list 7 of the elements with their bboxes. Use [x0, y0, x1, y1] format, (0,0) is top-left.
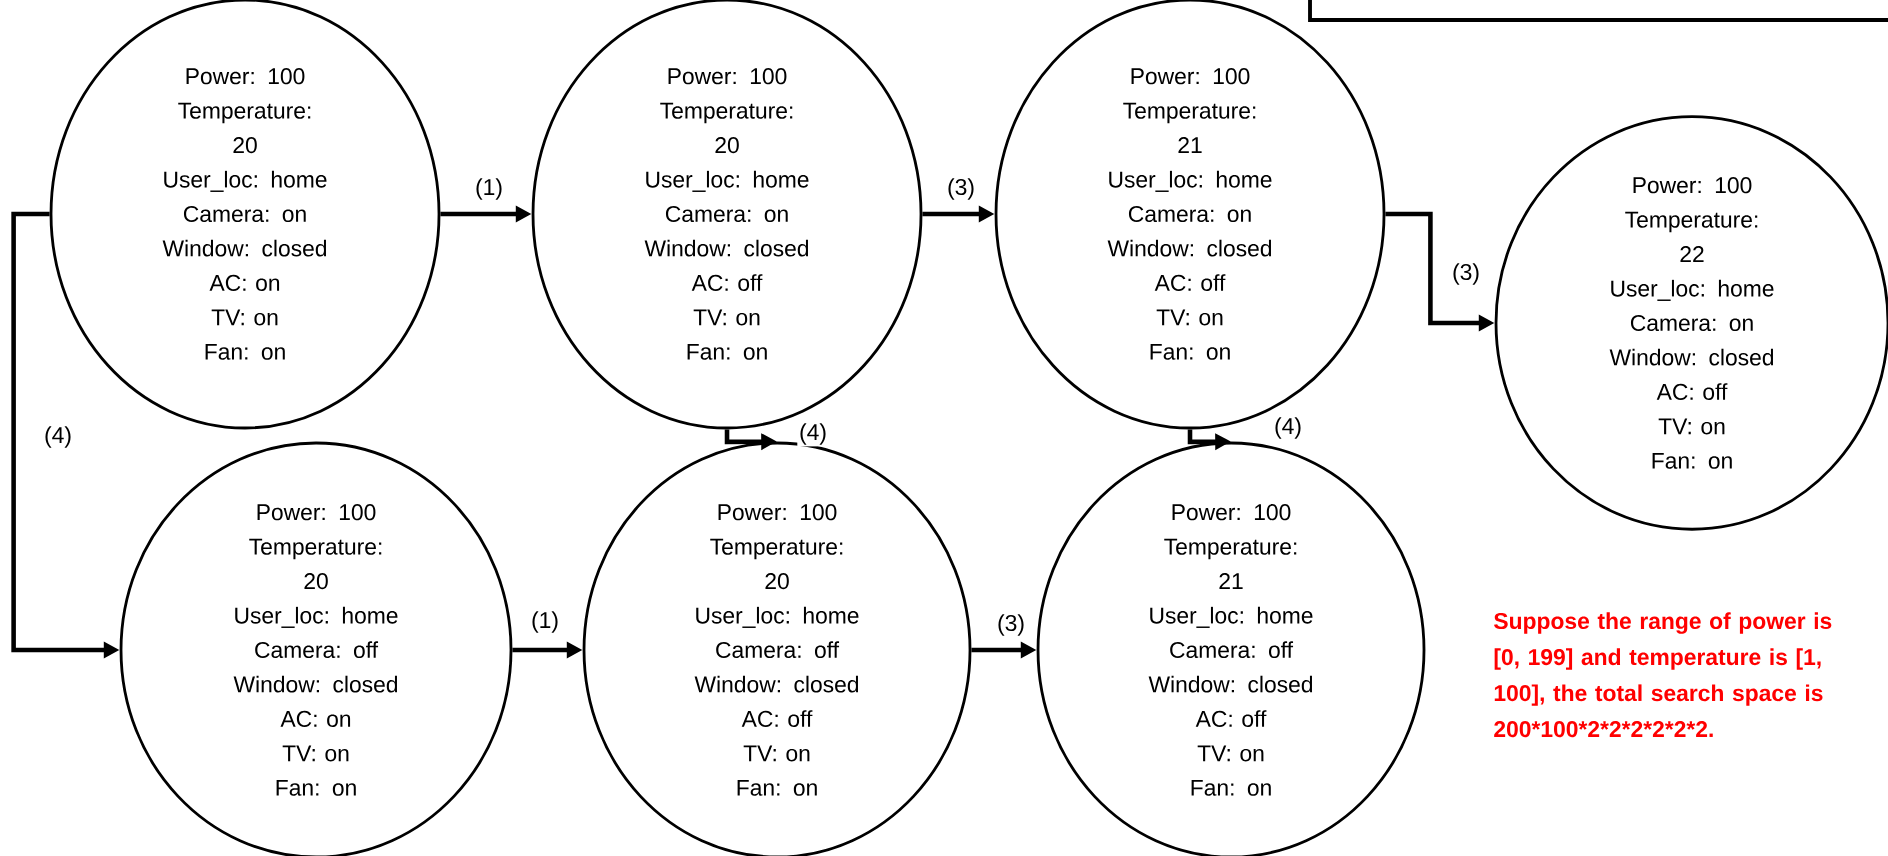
- edge-label: (1): [473, 176, 505, 202]
- edge-label: (3): [1450, 261, 1482, 287]
- note-text: Suppose the range of power is [0, 199] and temperature is [1, 100], the total search space is 200*100*2*2*2*2*2*2.: [1494, 612, 1832, 738]
- edge-label: (4): [797, 421, 829, 447]
- edge-label: (3): [945, 176, 977, 202]
- edge-label: (1): [529, 609, 561, 635]
- edge-label: (3): [995, 612, 1027, 638]
